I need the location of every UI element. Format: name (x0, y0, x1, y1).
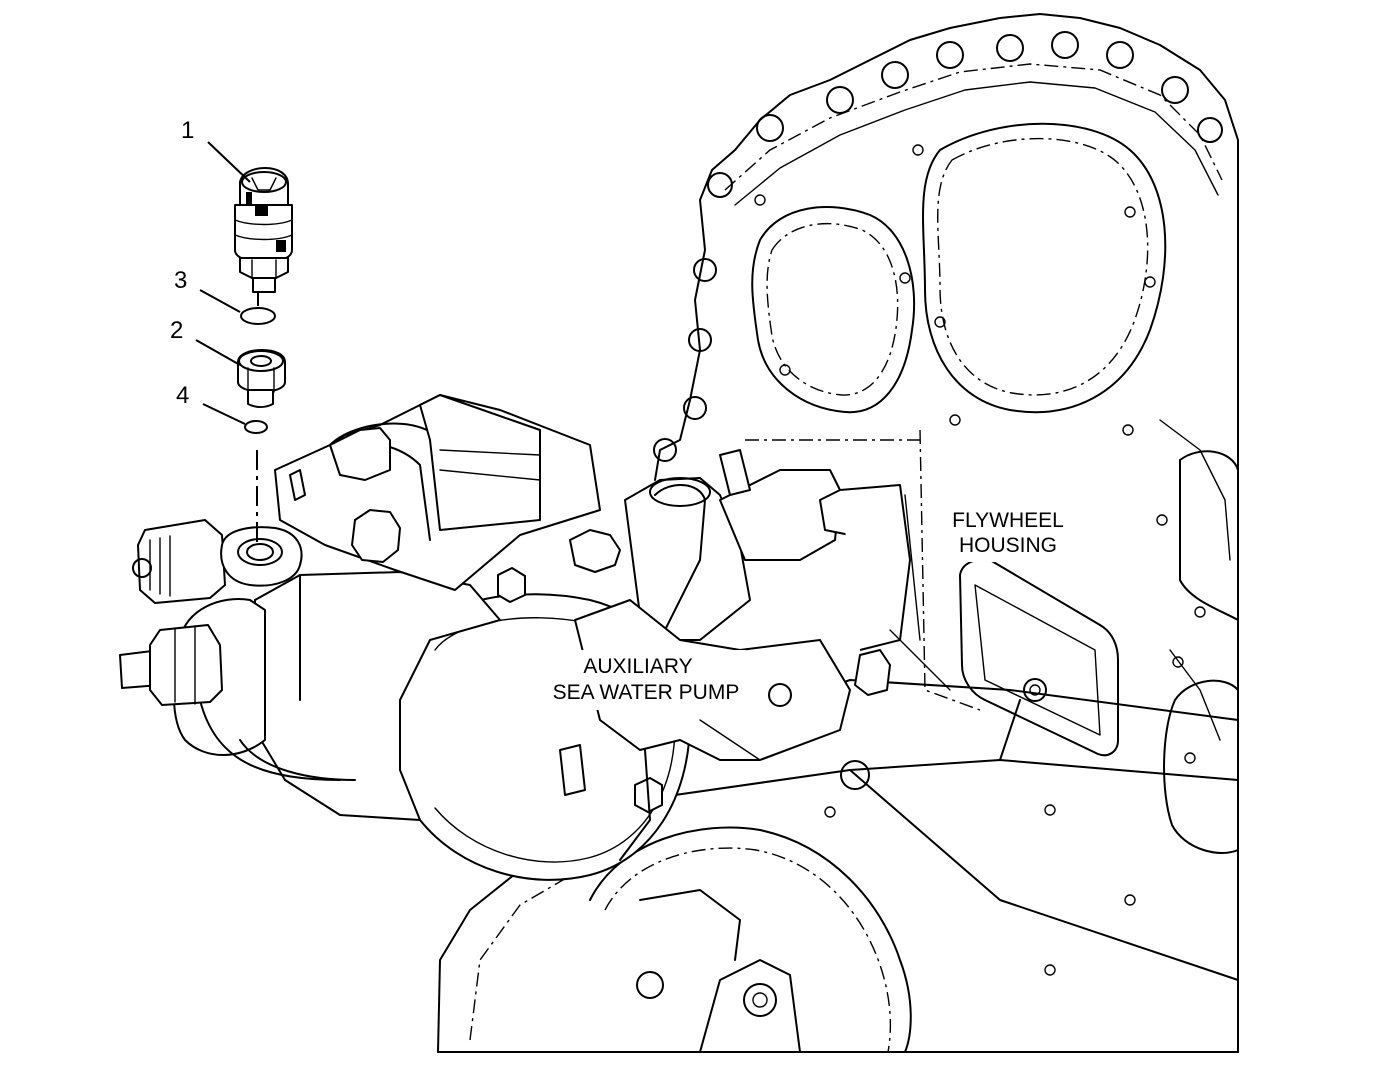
flywheel-housing-label: FLYWHEEL HOUSING (940, 500, 1076, 562)
callout-number-2: 2 (170, 317, 183, 344)
flywheel-housing-label-line1: FLYWHEEL (952, 509, 1064, 532)
o-ring-seal-part-4 (244, 420, 268, 434)
flywheel-housing-label-line2: HOUSING (959, 534, 1057, 557)
aux-pump-label-line1: AUXILIARY (583, 655, 692, 678)
pressure-sensor-part-1 (234, 167, 293, 293)
adapter-fitting-part-2 (237, 349, 286, 408)
callout-3: 3 (174, 267, 241, 313)
callout-number-4: 4 (176, 382, 189, 409)
callout-number-3: 3 (174, 267, 187, 294)
callout-1: 1 (181, 117, 251, 183)
o-ring-seal-part-3 (240, 307, 276, 325)
callout-2: 2 (170, 317, 241, 366)
aux-pump-label-line2: SEA WATER PUMP (553, 681, 740, 704)
aux-sea-water-pump-drawing (119, 394, 951, 881)
aux-pump-label: AUXILIARY SEA WATER PUMP (553, 650, 746, 710)
callout-4: 4 (176, 382, 246, 425)
callout-number-1: 1 (181, 117, 194, 144)
